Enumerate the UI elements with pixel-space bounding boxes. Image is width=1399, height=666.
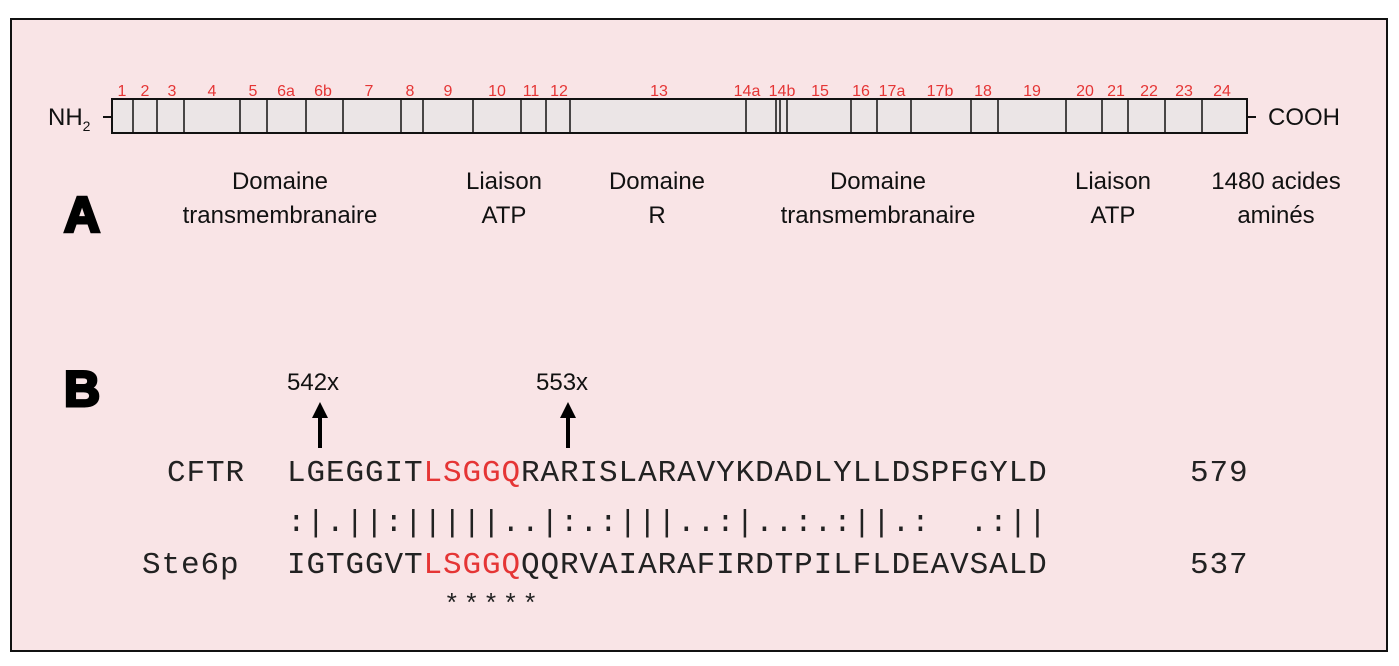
sequence-end-ste6p: 537 (1190, 548, 1249, 583)
sequence-ste6p: IGTGGVTLSGGQQQRVAIARAFIRDTPILFLDEAVSALD (287, 548, 1048, 583)
protein-bar (103, 98, 1256, 134)
exon-label: 2 (140, 83, 150, 100)
exon-label: 22 (1140, 83, 1158, 100)
sequence-end-cftr: 579 (1190, 456, 1249, 491)
exon-label: 9 (443, 83, 453, 100)
exon-label: 23 (1175, 83, 1193, 100)
exon-label: 14a (733, 83, 761, 100)
exon-label: 4 (207, 83, 217, 100)
exon-label: 13 (650, 83, 668, 100)
exon-label: 17b (926, 83, 954, 100)
exon-label: 15 (811, 83, 829, 100)
domain-transmembrane-2: Domaine transmembranaire (780, 168, 976, 229)
motif-lsggq: LSGGQ (423, 456, 522, 491)
exon-label: 11 (522, 83, 540, 100)
exon-label: 1 (117, 83, 127, 100)
exon-label: 7 (364, 83, 374, 100)
marker-553x-label: 553x (536, 369, 589, 396)
protein-length-caption: 1480 acides aminés (1211, 168, 1341, 229)
alignment-match-line: :|.||:|||||..|:.:|||..:|..:.:||.: .:|| (287, 506, 1048, 541)
exon-label: 19 (1023, 83, 1041, 100)
marker-542x-label: 542x (287, 369, 340, 396)
domain-atp-binding-1: Liaison ATP (465, 168, 543, 229)
exon-label: 14b (768, 83, 796, 100)
panel-a-label: A (62, 186, 101, 245)
exon-label: 16 (852, 83, 870, 100)
domain-atp-binding-2: Liaison ATP (1074, 168, 1152, 229)
exon-label: 8 (405, 83, 415, 100)
exon-label: 20 (1076, 83, 1094, 100)
sequence-cftr: LGEGGITLSGGQRARISLARAVYKDADLYLLDSPFGYLD (287, 456, 1048, 491)
n-terminus-label: NH2 (48, 104, 91, 134)
sequence-name-cftr: CFTR (167, 456, 246, 491)
sequence-name-ste6p: Ste6p (142, 548, 240, 583)
exon-label: 18 (974, 83, 992, 100)
exon-label: 6a (277, 83, 295, 100)
domain-r: Domaine R (608, 168, 706, 229)
exon-label: 21 (1107, 83, 1125, 100)
exon-label: 3 (167, 83, 177, 100)
exon-label: 5 (248, 83, 258, 100)
motif-lsggq: LSGGQ (423, 548, 522, 583)
exon-label: 6b (314, 83, 332, 100)
domain-transmembrane-1: Domaine transmembranaire (182, 168, 378, 229)
exon-label: 24 (1213, 83, 1231, 100)
c-terminus-label: COOH (1268, 104, 1340, 131)
exon-label: 10 (488, 83, 506, 100)
arrow-up-icon (312, 402, 328, 448)
arrow-up-icon (560, 402, 576, 448)
panel-b-label: B (62, 360, 101, 419)
exon-label: 12 (550, 83, 568, 100)
conserved-stars: ***** (444, 590, 543, 620)
exon-label: 17a (878, 83, 906, 100)
